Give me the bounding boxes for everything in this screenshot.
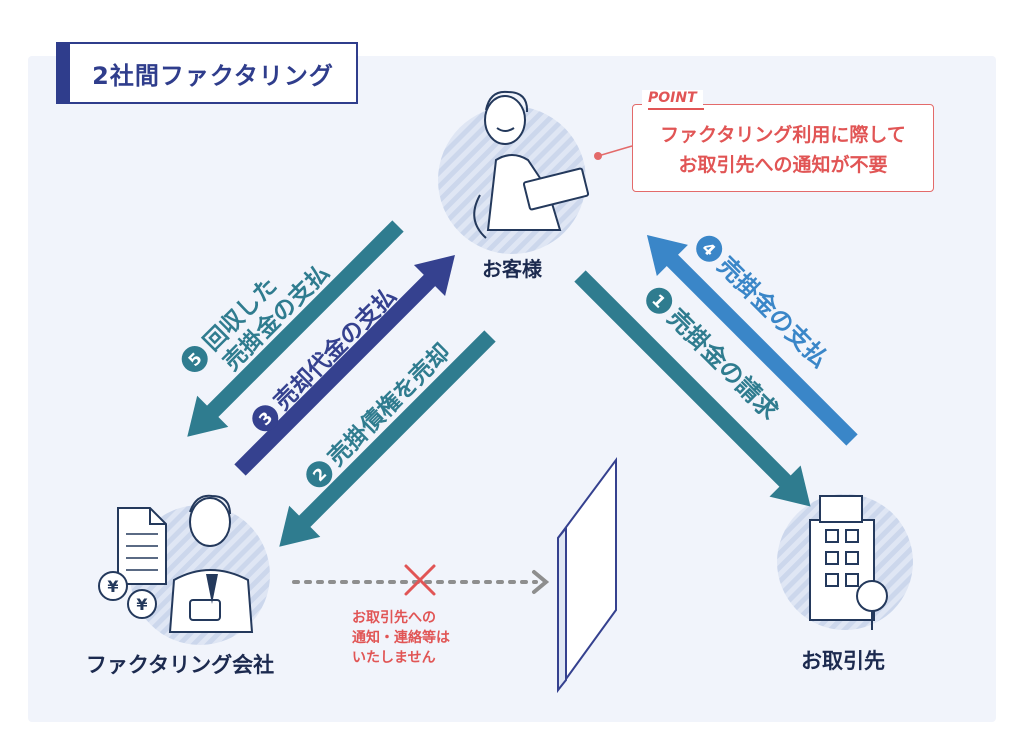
- title-box: 2社間ファクタリング: [56, 42, 358, 104]
- arrow-2: [279, 330, 496, 547]
- yen-coin-2: ¥: [136, 595, 147, 614]
- point-label: POINT: [642, 90, 703, 106]
- title-accent-bar: [58, 44, 70, 102]
- blocking-wall: [557, 456, 617, 694]
- point-underline: [648, 108, 704, 110]
- arrow-5: [187, 220, 404, 437]
- point-box: [632, 104, 934, 192]
- business-partner-building: [777, 494, 913, 630]
- arrow-1: [574, 270, 811, 507]
- point-line-1: ファクタリング利用に際して: [660, 124, 906, 146]
- blocked-x-icon: [404, 564, 436, 596]
- blocked-notify-arrowhead: [532, 570, 550, 594]
- point-connector: [597, 145, 633, 157]
- note-line-1: お取引先への: [352, 610, 436, 626]
- note-line-3: いたしません: [352, 650, 436, 666]
- point-dot: [594, 152, 602, 160]
- note-line-2: 通知・連絡等は: [352, 630, 450, 646]
- arrow-3: [234, 255, 455, 476]
- no-notification-note: お取引先への 通知・連絡等は いたしません: [352, 608, 468, 668]
- factoring-company-figure: [98, 494, 270, 645]
- customer-figure: [438, 90, 590, 254]
- factoring-company-label: ファクタリング会社: [86, 653, 274, 677]
- arrow-4: [646, 234, 858, 446]
- diagram-title: 2社間ファクタリング: [92, 61, 334, 90]
- point-text: ファクタリング利用に際して お取引先への通知が不要: [632, 120, 934, 180]
- customer-label: お客様: [482, 257, 543, 281]
- yen-coin-1: ¥: [107, 577, 118, 596]
- business-partner-label: お取引先: [801, 649, 885, 673]
- point-line-2: お取引先への通知が不要: [678, 154, 888, 176]
